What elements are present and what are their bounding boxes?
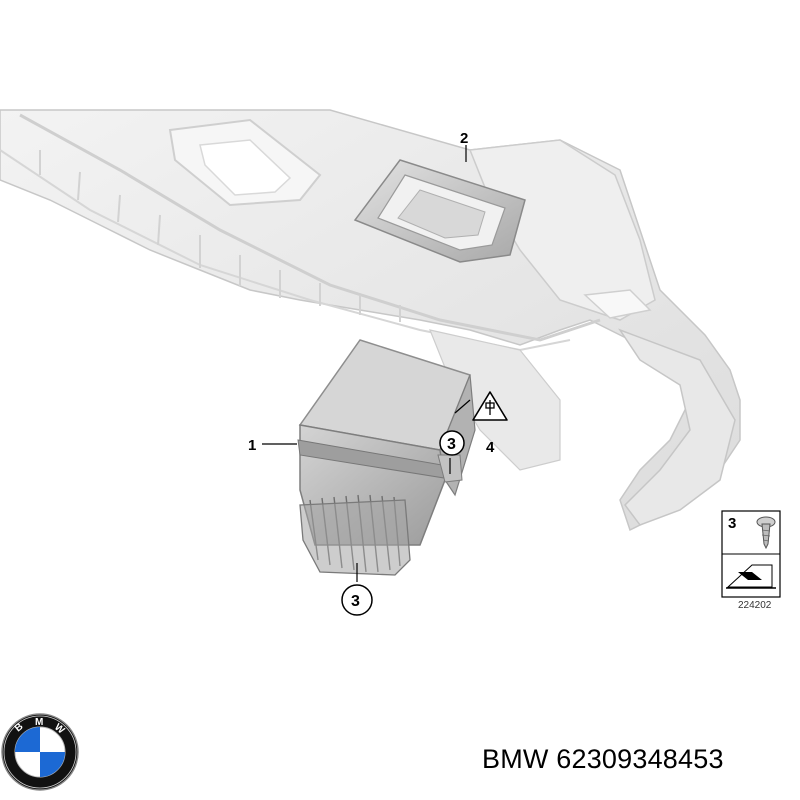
dashboard-right-vent — [583, 289, 652, 319]
leader-lines — [262, 145, 471, 582]
callout-2: 2 — [460, 130, 468, 147]
screw-legend-box: 3 — [721, 510, 781, 598]
part-title: BMW 62309348453 — [482, 744, 724, 774]
display-bezel-recess — [397, 189, 486, 239]
callout-1: 1 — [248, 437, 256, 454]
callout-3-screw-bottom: 3 — [341, 584, 373, 616]
legend-screw-number: 3 — [728, 515, 736, 532]
plug-icon — [485, 400, 495, 415]
bmw-logo-letter-m: M — [35, 717, 43, 728]
callout-3-screw-top: 3 — [439, 430, 465, 456]
display-bezel — [353, 159, 526, 263]
wedge-tool-icon — [726, 564, 776, 589]
hud-module — [297, 339, 476, 576]
callout-4: 4 — [486, 439, 495, 456]
screw-icon — [756, 516, 776, 550]
legend-caption: 224202 — [738, 600, 772, 611]
dashboard-ribs — [39, 150, 401, 322]
dashboard-vent-left-inner — [199, 139, 292, 196]
dashboard-front-edge — [19, 113, 601, 342]
electrical-warning-symbol — [472, 391, 508, 421]
bmw-logo: B M W — [1, 713, 79, 791]
callout-3-bottom-number: 3 — [351, 593, 360, 610]
hud-heatsink — [299, 499, 411, 576]
callout-3-top-number: 3 — [447, 436, 456, 453]
dashboard-right-leg — [618, 328, 736, 526]
